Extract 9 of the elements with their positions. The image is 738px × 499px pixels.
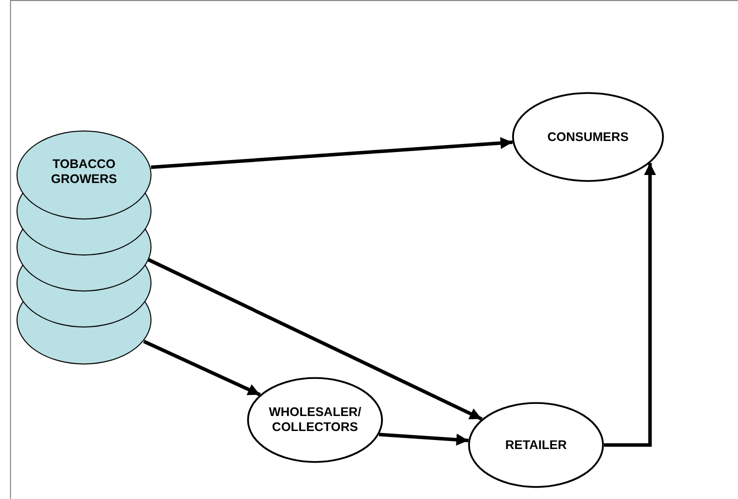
node-label: CONSUMERS (547, 130, 629, 144)
arrow (604, 163, 656, 447)
arrow (150, 137, 513, 170)
node-label: TOBACCO GROWERS (50, 157, 118, 187)
arrow (145, 256, 483, 421)
arrow (143, 340, 261, 396)
arrow (378, 432, 468, 446)
node-label: RETAILER (505, 438, 567, 452)
node-label: WHOLESALER/ COLLECTORS (268, 405, 362, 435)
